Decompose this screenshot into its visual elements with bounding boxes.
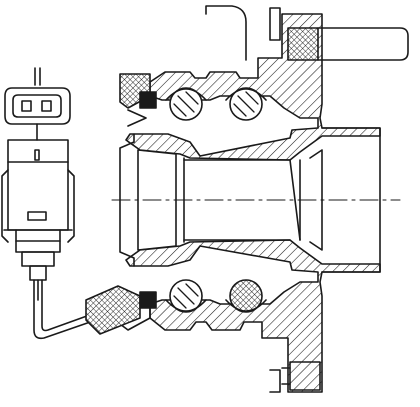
double-row-ball-bearing: [165, 87, 267, 313]
sensor-cable: [33, 279, 119, 340]
center-bore: [111, 159, 401, 241]
hub-flange: [119, 5, 381, 393]
abs-sensor-connector: [1, 67, 75, 301]
wheel-stud: [269, 7, 409, 393]
shaft-seals: [85, 73, 157, 335]
